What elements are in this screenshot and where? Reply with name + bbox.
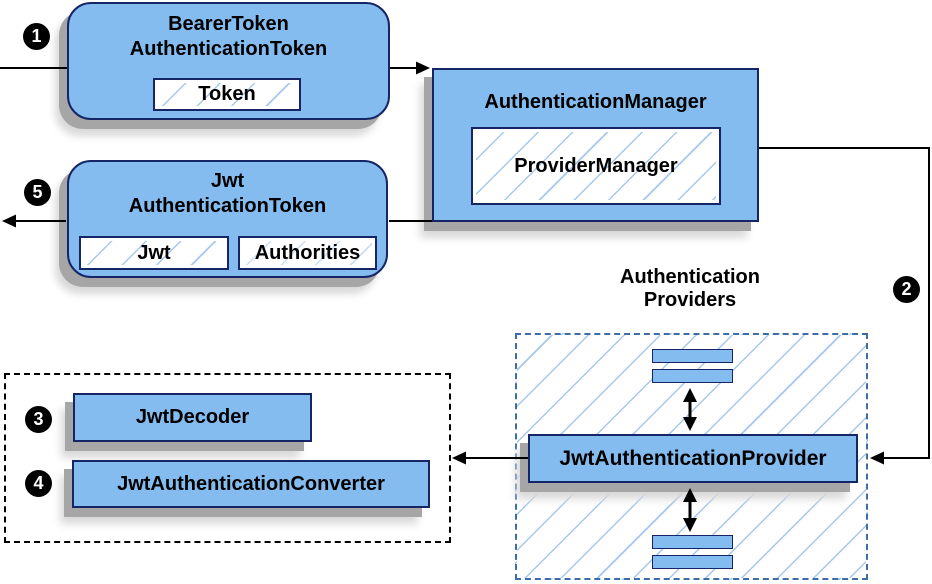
converters-container — [4, 373, 451, 543]
authorities-label: Authorities — [254, 241, 361, 264]
bearer-token-title: BearerToken AuthenticationToken — [69, 12, 388, 62]
jwt-authentication-provider-node: JwtAuthenticationProvider — [528, 434, 858, 483]
provider-bar-top-1 — [652, 349, 733, 363]
token-inner-box: Token — [153, 78, 301, 111]
step-3-number: 3 — [33, 409, 44, 429]
authentication-providers-title: Authentication Providers — [565, 266, 815, 312]
edge-bearer-to-manager — [390, 61, 430, 75]
jwt-decoder-node: JwtDecoder — [73, 393, 312, 442]
jwt-authentication-token-title: Jwt AuthenticationToken — [69, 169, 386, 219]
jwt-authentication-converter-label: JwtAuthenticationConverter — [117, 472, 385, 495]
step-4-number: 4 — [33, 473, 44, 493]
authentication-manager-title-text: AuthenticationManager — [484, 91, 707, 113]
step-5-badge: 5 — [24, 179, 51, 206]
step-4-badge: 4 — [25, 470, 52, 497]
jwt-decoder-label: JwtDecoder — [135, 406, 250, 428]
jwt-token-title-line1: Jwt — [210, 170, 245, 192]
step-2-badge: 2 — [893, 276, 920, 303]
bearer-token-authentication-token-node: BearerToken AuthenticationToken Token — [67, 2, 390, 120]
jwt-authentication-token-node: Jwt AuthenticationToken Jwt Authorities — [67, 160, 388, 278]
provider-bar-bottom-2 — [652, 555, 733, 569]
authentication-manager-title: AuthenticationManager — [434, 90, 757, 115]
authorities-inner-box: Authorities — [238, 236, 377, 270]
authentication-providers-title-line1: Authentication — [620, 266, 760, 288]
step-5-number: 5 — [32, 182, 43, 202]
step-2-number: 2 — [901, 279, 912, 299]
jwt-authentication-converter-node: JwtAuthenticationConverter — [72, 460, 430, 508]
provider-bar-bottom-1 — [652, 535, 733, 549]
provider-manager-inner-box: ProviderManager — [471, 127, 721, 205]
step-1-number: 1 — [31, 26, 42, 46]
step-3-badge: 3 — [25, 406, 52, 433]
step-1-badge: 1 — [23, 23, 50, 50]
bearer-token-title-line2: AuthenticationToken — [129, 38, 328, 60]
jwt-label: Jwt — [137, 241, 171, 264]
edge-jwt-token-out — [2, 214, 66, 228]
jwt-token-title-line2: AuthenticationToken — [128, 195, 327, 217]
authentication-providers-title-line2: Providers — [643, 289, 737, 311]
jwt-authentication-provider-label: JwtAuthenticationProvider — [559, 447, 827, 470]
jwt-inner-box: Jwt — [79, 236, 229, 270]
token-label: Token — [198, 83, 256, 105]
authentication-manager-node: AuthenticationManager ProviderManager — [432, 68, 759, 222]
provider-manager-label: ProviderManager — [514, 154, 678, 177]
bearer-token-title-line1: BearerToken — [168, 13, 289, 35]
provider-bar-top-2 — [652, 369, 733, 383]
